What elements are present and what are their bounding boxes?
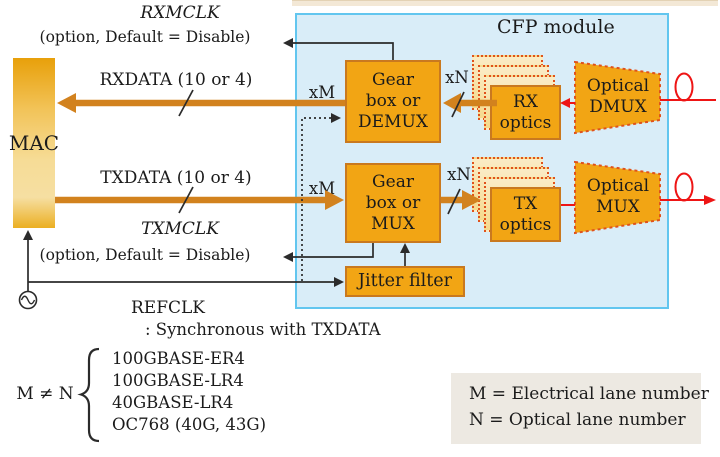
rx-optics-line1: RX [513,91,538,112]
refclk-label: REFCLK [131,298,206,318]
rx-fiber-loop-icon [674,72,694,102]
optical-mux-line1: Optical [586,176,650,196]
rxdata-label: RXDATA (10 or 4) [99,70,253,90]
txdata-slash [178,186,194,214]
top-edge-artifact [292,0,718,6]
tx-gearbox-line2: box or [365,192,421,213]
optical-dmux-line1: Optical [586,76,650,96]
rx-gearbox-line1: Gear [372,70,414,90]
rx-optics-line2: optics [499,112,552,133]
standard-item-3: 40GBASE-LR4 [112,393,234,412]
tx-fiber-loop-icon [674,172,694,202]
cfp-module-title: CFP module [497,16,615,38]
standard-item-1: 100GBASE-ER4 [112,349,245,368]
mac-block [13,58,55,228]
tx-gearbox-mux-block: Gear box or MUX [345,163,441,243]
txmclk-label: TXMCLK [141,219,219,239]
txmclk-arrowhead [283,252,293,262]
rxdata-slash [178,89,194,117]
jitter-filter-block: Jitter filter [345,266,465,297]
txdata-label: TXDATA (10 or 4) [100,168,252,188]
rx-gearbox-line2: box or [365,91,421,111]
clock-oscillator-icon [18,290,38,310]
refclk-note: : Synchronous with TXDATA [145,320,381,339]
optical-mux-label: Optical MUX [576,176,660,218]
mac-clock-arrowhead [23,230,33,240]
lane-condition-label: M ≠ N [16,384,74,404]
standard-item-4: OC768 (40G, 43G) [112,415,267,434]
rx-gearbox-demux-block: Gear box or DEMUX [345,60,441,143]
legend-m-line: M = Electrical lane number [469,384,709,404]
rxmclk-option-label: (option, Default = Disable) [39,28,251,46]
rx-gearbox-line3: DEMUX [358,112,428,132]
optical-dmux-label: Optical DMUX [576,76,660,118]
tx-optics-block: TX optics [490,187,561,242]
optical-dmux-line2: DMUX [589,97,647,117]
tx-gearbox-line1: Gear [372,171,414,192]
rxdata-arrowhead [57,93,76,113]
rx-optics-block: RX optics [490,85,561,140]
jitter-filter-label: Jitter filter [358,271,452,291]
tx-optics-line2: optics [499,214,552,235]
tx-optics-line1: TX [513,193,538,214]
mac-label: MAC [8,131,60,155]
rxmclk-label: RXMCLK [140,3,220,23]
standards-brace [77,347,100,443]
tx-electrical-lanes-label: xM [308,179,336,198]
rx-optical-lanes-label: xN [445,68,469,87]
legend-box [451,373,701,444]
tx-gearbox-line3: MUX [371,213,415,234]
rx-electrical-lanes-label: xM [308,83,336,102]
legend-n-line: N = Optical lane number [469,410,686,430]
rxmclk-arrowhead [283,38,293,48]
tx-optical-lanes-label: xN [447,165,471,184]
txmclk-option-label: (option, Default = Disable) [39,246,251,264]
optical-mux-line2: MUX [596,197,640,217]
tx-fiber-arrowhead [704,195,716,205]
standard-item-2: 100GBASE-LR4 [112,371,244,390]
